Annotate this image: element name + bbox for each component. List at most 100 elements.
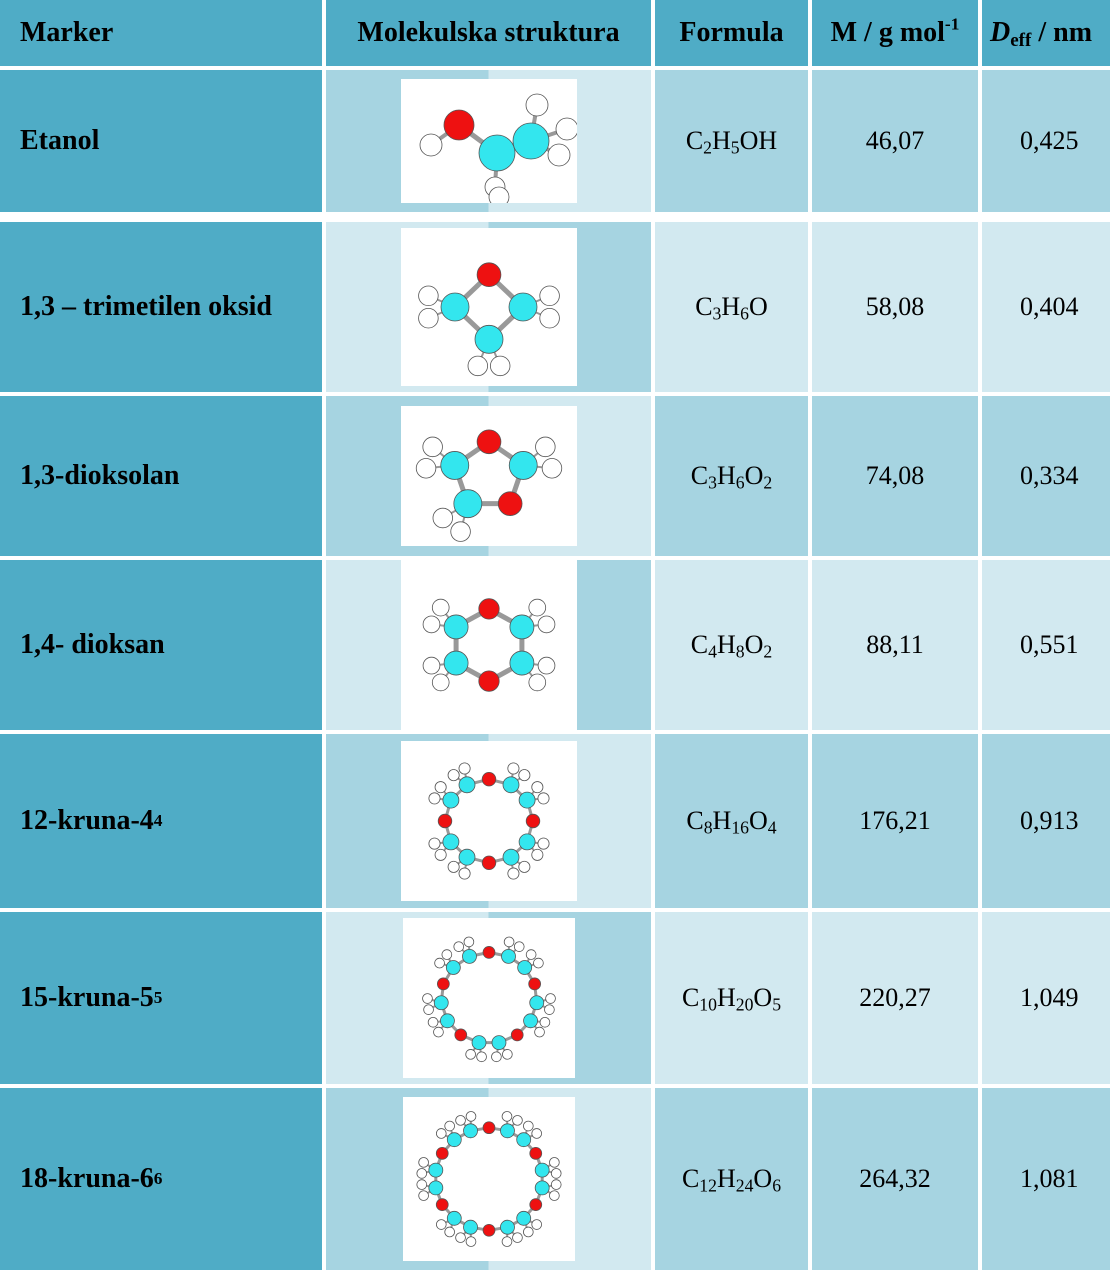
structure-cell (326, 396, 651, 556)
hydrogen-atom (417, 285, 439, 307)
hydrogen-atom (415, 1179, 427, 1190)
header-formula: Formula (655, 0, 808, 66)
oxygen-atom (528, 1146, 542, 1160)
hydrogen-atom (533, 1026, 545, 1038)
oxygen-atom (453, 1028, 467, 1042)
carbon-atom (446, 1210, 462, 1226)
molecule-image (400, 228, 577, 386)
carbon-atom (443, 650, 468, 676)
hydrogen-atom (539, 1016, 550, 1028)
hydrogen-atom (432, 1026, 444, 1038)
marker-name: 1,3 – trimetilen oksid (20, 291, 272, 322)
carbon-atom (528, 995, 544, 1011)
formula-text: C12H24O6 (681, 1164, 782, 1196)
carbon-atom (515, 1132, 531, 1148)
formula-text: C4H8O2 (690, 630, 773, 662)
molecule-image (402, 918, 575, 1078)
hydrogen-atom (532, 957, 544, 969)
molar-mass-cell: 88,11 (812, 560, 978, 730)
formula-cell: C10H20O5 (655, 912, 808, 1084)
molecule-image (400, 406, 577, 546)
molecule-image (402, 1097, 575, 1261)
hydrogen-atom (421, 993, 433, 1004)
carbon-atom (508, 451, 538, 480)
hydrogen-atom (433, 957, 445, 969)
formula-cell: C8H16O4 (655, 734, 808, 908)
carbon-atom (440, 292, 469, 322)
oxygen-atom (437, 813, 452, 829)
hydrogen-atom (465, 1111, 476, 1122)
molecule-image (400, 741, 577, 901)
hydrogen-atom (419, 133, 442, 157)
molecule-diagram (419, 93, 578, 208)
hydrogen-atom (506, 867, 519, 880)
molar-mass-value: 264,32 (859, 1164, 931, 1193)
formula-cell: C3H6O2 (655, 396, 808, 556)
hydrogen-atom (417, 1157, 429, 1168)
marker-name: 12-kruna-4 (20, 805, 154, 836)
structure-cell (326, 734, 651, 908)
carbon-atom (446, 1132, 462, 1148)
hydrogen-atom (415, 1168, 427, 1179)
molecule-image (400, 560, 577, 730)
hydrogen-atom (417, 1190, 429, 1201)
molar-mass-value: 74,08 (865, 461, 925, 490)
carbon-atom (508, 292, 537, 322)
header-structure: Molekulska struktura (326, 0, 651, 66)
deff-cell: 1,081 (982, 1088, 1110, 1270)
carbon-atom (474, 324, 503, 354)
hydrogen-atom (475, 1051, 487, 1063)
molar-mass-value: 220,27 (859, 983, 931, 1012)
hydrogen-atom (427, 1016, 438, 1028)
oxygen-atom (482, 946, 495, 959)
hydrogen-atom (543, 1004, 555, 1015)
oxygen-atom (436, 977, 450, 991)
hydrogen-atom (527, 598, 546, 617)
molecule-diagram (422, 598, 555, 692)
carbon-atom (458, 848, 475, 866)
carbon-atom (491, 1035, 506, 1051)
hydrogen-atom (506, 762, 519, 775)
carbon-atom (461, 948, 477, 964)
molar-mass-cell: 58,08 (812, 222, 978, 392)
hydrogen-atom (488, 186, 509, 208)
header-molar-mass: M / g mol-1 (812, 0, 978, 66)
hydrogen-atom (547, 143, 570, 167)
marker-cell: 1,4- dioksan (0, 560, 322, 730)
carbon-atom (518, 791, 536, 809)
molecule-diagram (421, 936, 556, 1063)
molecule-diagram (415, 1111, 562, 1247)
formula-text: C2H5OH (685, 126, 778, 158)
formula-cell: C4H8O2 (655, 560, 808, 730)
carbon-atom (443, 614, 468, 640)
hydrogen-atom (550, 1179, 562, 1190)
carbon-atom (441, 833, 459, 851)
carbon-atom (462, 1123, 478, 1139)
oxygen-atom (476, 429, 501, 455)
hydrogen-atom (530, 1128, 542, 1139)
oxygen-atom (527, 977, 541, 991)
hydrogen-atom (538, 307, 560, 329)
hydrogen-atom (441, 949, 452, 960)
hydrogen-atom (503, 936, 514, 948)
carbon-atom (516, 960, 532, 975)
molecule-diagram (417, 262, 560, 377)
deff-value: 0,334 (1020, 461, 1079, 490)
hydrogen-atom (463, 936, 474, 948)
carbon-atom (441, 791, 459, 809)
carbon-atom (499, 1219, 515, 1235)
deff-value: 0,425 (1020, 126, 1079, 155)
hydrogen-atom (522, 1226, 534, 1238)
carbon-atom (500, 948, 516, 964)
hydrogen-atom (537, 792, 550, 805)
molar-mass-cell: 264,32 (812, 1088, 978, 1270)
carbon-atom (462, 1219, 478, 1235)
molecule-image (400, 79, 578, 208)
formula-cell: C3H6O (655, 222, 808, 392)
marker-cell: Etanol (0, 70, 322, 212)
formula-text: C8H16O4 (686, 806, 777, 838)
marker-name: 1,3-dioksolan (20, 460, 180, 491)
hydrogen-atom (431, 673, 450, 692)
deff-value: 0,913 (1020, 806, 1079, 835)
